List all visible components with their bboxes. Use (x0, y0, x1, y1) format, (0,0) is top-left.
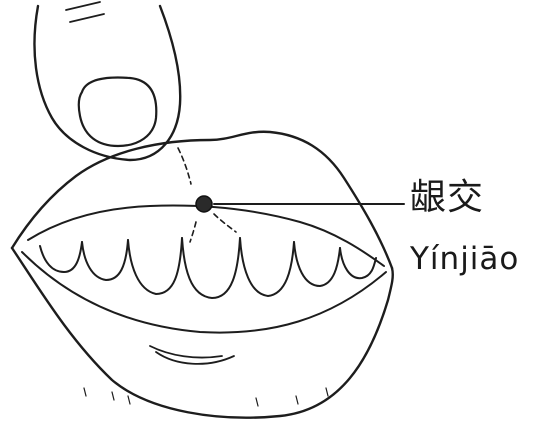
frenulum-dashes (178, 148, 236, 242)
upper-lip-inner-edge (28, 206, 384, 266)
lower-teeth (150, 346, 234, 364)
point-name-chinese: 龈交 (410, 180, 484, 216)
yinjiao-point-marker (196, 196, 212, 212)
finger-outline (34, 6, 180, 160)
point-name-pinyin: Yínjiāo (410, 244, 519, 275)
finger-crease (66, 2, 104, 22)
upper-teeth (40, 238, 376, 298)
lip-texture (84, 388, 328, 406)
fingernail (79, 78, 157, 146)
